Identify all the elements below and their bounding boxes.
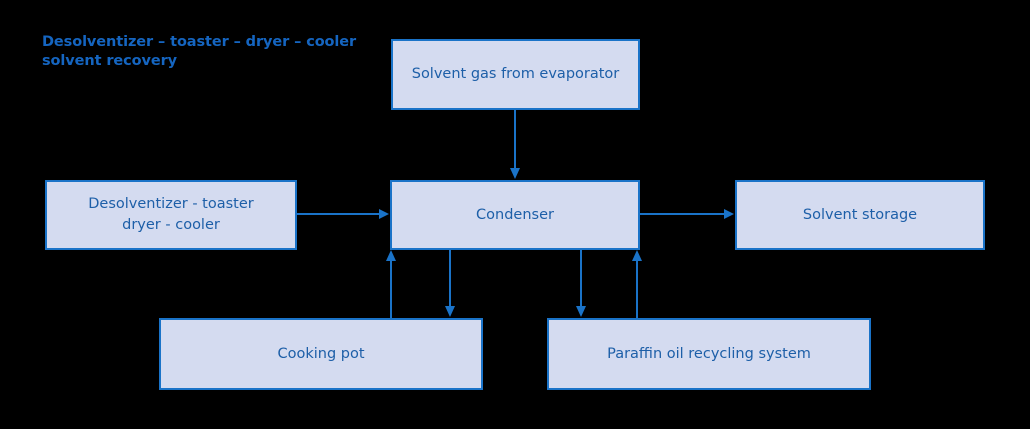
node-paraffin-oil-recycling-system[interactable]: Paraffin oil recycling system — [547, 318, 871, 390]
arrowhead-up-paraffin-to-condenser — [631, 250, 642, 261]
arrowhead-down-condenser-to-paraffin — [575, 306, 586, 317]
arrowhead-up-cooking-pot-to-condenser — [385, 250, 396, 261]
connector-paraffin-to-condenser — [636, 260, 638, 318]
arrowhead-right-desolventizer-to-condenser — [379, 208, 389, 219]
connector-cooking-pot-to-condenser — [390, 260, 392, 318]
connector-condenser-to-cooking-pot — [449, 250, 451, 308]
arrowhead-down-condenser-to-cooking-pot — [444, 306, 455, 317]
connector-desolventizer-to-condenser — [297, 213, 380, 215]
node-cooking-pot[interactable]: Cooking pot — [159, 318, 483, 390]
arrowhead-right-condenser-to-solvent-storage — [724, 208, 734, 219]
node-solvent-gas-from-evaporator[interactable]: Solvent gas from evaporator — [391, 39, 640, 110]
node-desolventizer-toaster-dryer-cooler[interactable]: Desolventizer - toaster dryer - cooler — [45, 180, 297, 250]
connector-condenser-to-solvent-storage — [640, 213, 725, 215]
arrowhead-down-solvent-gas-to-condenser — [509, 168, 520, 179]
connector-solvent-gas-to-condenser — [514, 110, 516, 170]
node-solvent-storage[interactable]: Solvent storage — [735, 180, 985, 250]
connector-condenser-to-paraffin — [580, 250, 582, 308]
node-condenser[interactable]: Condenser — [390, 180, 640, 250]
diagram-title: Desolventizer – toaster – dryer – cooler… — [42, 34, 357, 70]
